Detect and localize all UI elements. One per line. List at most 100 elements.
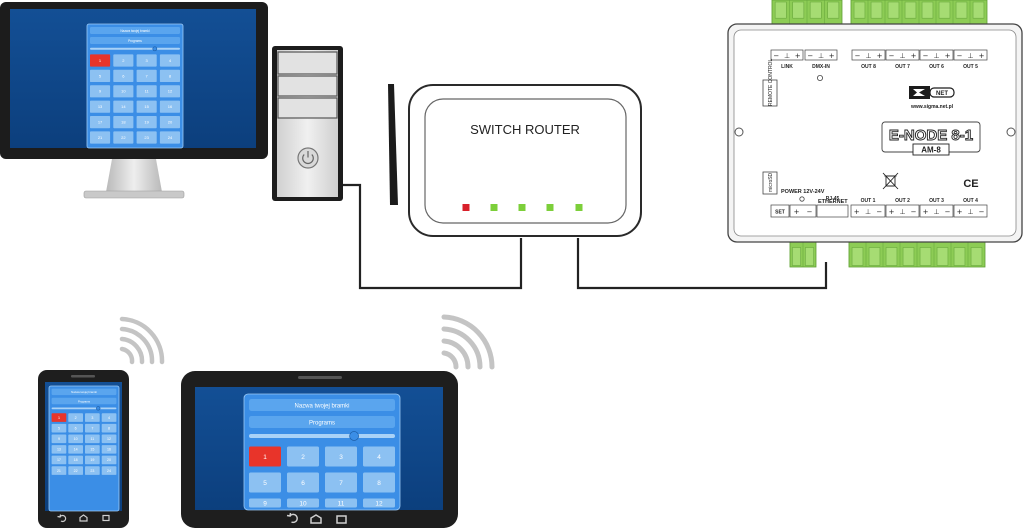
brightness-slider-track[interactable]	[90, 47, 180, 50]
program-button-label: 3	[339, 454, 343, 461]
programs-button[interactable]	[90, 37, 180, 44]
program-button-2[interactable]	[68, 413, 83, 422]
brightness-slider-handle[interactable]	[96, 406, 101, 411]
program-button-label: 7	[146, 73, 149, 78]
program-button-11[interactable]	[325, 498, 357, 508]
program-button-5[interactable]	[249, 472, 281, 493]
program-button-3[interactable]	[85, 413, 100, 422]
submodel-tag	[912, 143, 950, 156]
program-button-2[interactable]	[113, 54, 134, 67]
program-button-6[interactable]	[287, 472, 319, 493]
pin-sign: −	[855, 52, 861, 60]
program-button-label: 2	[301, 454, 305, 461]
program-button-18[interactable]	[68, 455, 83, 465]
program-button-3[interactable]	[325, 446, 357, 467]
phone-recent-icon[interactable]	[102, 514, 110, 522]
brightness-slider-track[interactable]	[249, 434, 395, 438]
program-button-label: 15	[90, 448, 94, 452]
program-button-22[interactable]	[68, 466, 83, 475]
program-button-1[interactable]	[90, 54, 111, 67]
program-button-7[interactable]	[136, 69, 157, 82]
program-button-23[interactable]	[85, 466, 100, 475]
program-button-10[interactable]	[287, 498, 319, 508]
bottom-connector-label: OUT 4	[963, 198, 978, 204]
program-button-12[interactable]	[101, 434, 117, 444]
program-button-11[interactable]	[136, 85, 157, 98]
program-button-12[interactable]	[159, 85, 180, 98]
programs-button[interactable]	[51, 397, 117, 405]
tablet-recent-icon[interactable]	[336, 515, 347, 524]
program-button-16[interactable]	[101, 445, 117, 454]
program-button-22[interactable]	[113, 131, 134, 144]
program-button-17[interactable]	[51, 455, 67, 465]
program-button-19[interactable]	[136, 116, 157, 129]
brightness-slider-handle[interactable]	[349, 431, 359, 441]
program-button-8[interactable]	[159, 69, 180, 82]
program-button-4[interactable]	[159, 54, 180, 67]
tablet-home-icon[interactable]	[310, 514, 322, 524]
program-button-5[interactable]	[90, 69, 111, 82]
program-button-9[interactable]	[249, 498, 281, 508]
set-button-led[interactable]	[799, 196, 805, 202]
ethernet-label: ETHERNET	[818, 199, 848, 205]
tablet-back-icon[interactable]	[286, 512, 298, 524]
router-led-5	[575, 204, 583, 211]
phone-back-icon[interactable]	[57, 514, 67, 523]
program-button-10[interactable]	[113, 85, 134, 98]
bottom-strip-cell	[885, 204, 920, 218]
program-button-6[interactable]	[68, 423, 83, 433]
program-button-7[interactable]	[85, 423, 100, 433]
program-button-18[interactable]	[113, 116, 134, 129]
program-button-11[interactable]	[85, 434, 100, 444]
program-button-15[interactable]	[136, 100, 157, 113]
program-button-19[interactable]	[85, 455, 100, 465]
program-button-5[interactable]	[51, 423, 67, 433]
program-button-label: 4	[377, 454, 381, 461]
programs-label: Programs	[128, 39, 142, 43]
phone-home-icon[interactable]	[79, 514, 88, 522]
programs-button[interactable]	[249, 416, 395, 428]
app-title-bar	[51, 388, 117, 396]
terminal-out-1-4-screw	[953, 247, 966, 266]
program-button-13[interactable]	[51, 445, 67, 454]
dmx-indicator-led	[817, 75, 824, 82]
program-button-1[interactable]	[249, 446, 281, 467]
tablet-nav-bar	[286, 512, 347, 524]
program-button-label: 15	[144, 104, 149, 109]
program-button-12[interactable]	[363, 498, 395, 508]
program-button-20[interactable]	[101, 455, 117, 465]
program-button-21[interactable]	[90, 131, 111, 144]
program-button-10[interactable]	[68, 434, 83, 444]
program-button-23[interactable]	[136, 131, 157, 144]
program-button-8[interactable]	[101, 423, 117, 433]
program-button-13[interactable]	[90, 100, 111, 113]
program-button-14[interactable]	[68, 445, 83, 454]
brightness-slider-handle[interactable]	[152, 46, 158, 52]
pc-drive-bay-1	[277, 51, 338, 75]
brightness-slider-track[interactable]	[51, 407, 117, 410]
program-button-16[interactable]	[159, 100, 180, 113]
program-button-20[interactable]	[159, 116, 180, 129]
program-button-6[interactable]	[113, 69, 134, 82]
program-button-3[interactable]	[136, 54, 157, 67]
program-button-9[interactable]	[51, 434, 67, 444]
program-button-label: 5	[263, 480, 267, 487]
program-button-1[interactable]	[51, 413, 67, 422]
program-button-15[interactable]	[85, 445, 100, 454]
program-button-2[interactable]	[287, 446, 319, 467]
program-button-4[interactable]	[363, 446, 395, 467]
program-button-14[interactable]	[113, 100, 134, 113]
program-button-label: 23	[90, 469, 94, 473]
program-button-4[interactable]	[101, 413, 117, 422]
program-button-7[interactable]	[325, 472, 357, 493]
program-button-21[interactable]	[51, 466, 67, 475]
program-button-24[interactable]	[159, 131, 180, 144]
power-label: POWER 12V-24V	[781, 189, 825, 195]
pin-sign: +	[923, 208, 929, 216]
program-button-24[interactable]	[101, 466, 117, 475]
program-button-8[interactable]	[363, 472, 395, 493]
program-button-17[interactable]	[90, 116, 111, 129]
power-button-icon[interactable]	[297, 147, 319, 169]
program-button-9[interactable]	[90, 85, 111, 98]
